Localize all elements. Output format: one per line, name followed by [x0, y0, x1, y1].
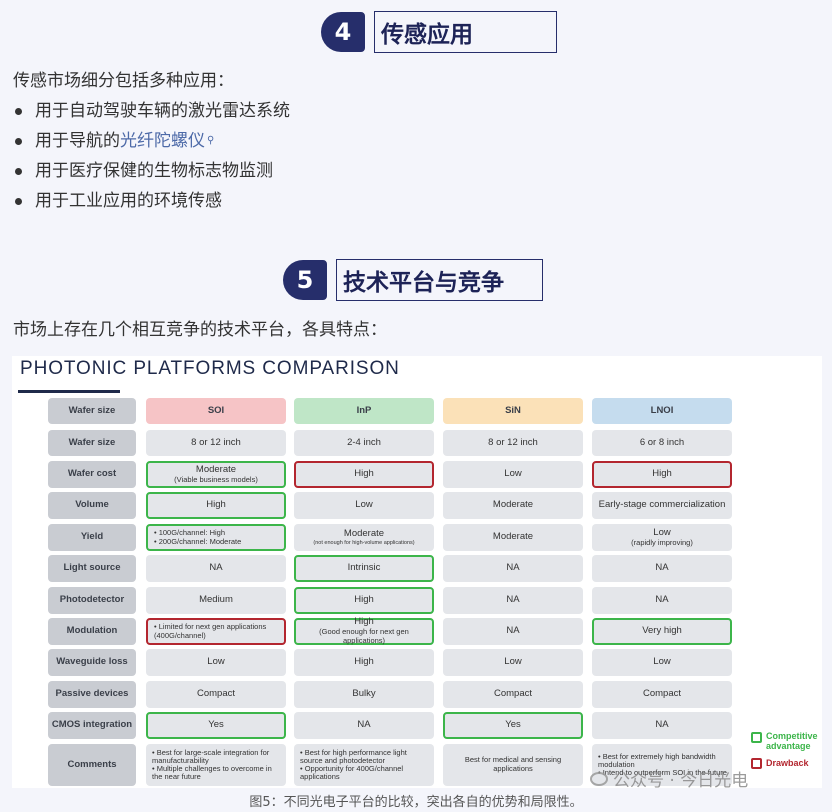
- bullet-dot: [15, 197, 22, 205]
- table-cell: • Best for extremely high bandwidth modu…: [592, 744, 732, 786]
- section-number: 4: [321, 12, 365, 52]
- legend-item-competitive: Competitive advantage: [751, 731, 828, 752]
- table-cell: High: [294, 587, 434, 614]
- row-label: Waveguide loss: [48, 649, 136, 676]
- table-cell: Medium: [146, 587, 286, 614]
- platform-header: InP: [294, 398, 434, 424]
- table-cell: NA: [443, 555, 583, 582]
- table-cell: Moderate(not enough for high-volume appl…: [294, 524, 434, 551]
- platform-header: SiN: [443, 398, 583, 424]
- table-cell: High(Good enough for next gen applicatio…: [294, 616, 434, 645]
- table-cell: Low: [146, 649, 286, 676]
- fiber-optic-gyroscope-link[interactable]: 光纤陀螺仪: [120, 131, 205, 151]
- list-item: 用于医疗保健的生物标志物监测: [13, 156, 290, 186]
- row-label: Comments: [48, 744, 136, 786]
- table-cell: Bulky: [294, 681, 434, 708]
- section-4-intro: 传感市场细分包括多种应用：: [13, 71, 234, 91]
- table-cell: 6 or 8 inch: [592, 430, 732, 456]
- table-cell: Low: [592, 649, 732, 676]
- section-title: 技术平台与竞争: [336, 259, 543, 301]
- table-cell: Compact: [592, 681, 732, 708]
- table-cell: Best for medical and sensing application…: [443, 744, 583, 786]
- row-label: Wafer size: [48, 398, 136, 424]
- table-cell: 8 or 12 inch: [146, 430, 286, 456]
- table-cell: Compact: [146, 681, 286, 708]
- list-item: 用于自动驾驶车辆的激光雷达系统: [13, 96, 290, 126]
- section-title: 传感应用: [374, 11, 557, 53]
- table-cell: NA: [443, 618, 583, 645]
- table-cell: Low(rapidly improving): [592, 524, 732, 551]
- figure-caption: 图5：不同光电子平台的比较，突出各自的优势和局限性。: [249, 795, 583, 810]
- section-5-heading: 5 技术平台与竞争: [283, 259, 543, 301]
- table-cell: Low: [443, 461, 583, 488]
- row-label: Yield: [48, 524, 136, 551]
- table-cell: NA: [592, 555, 732, 582]
- search-icon[interactable]: ⚲: [207, 135, 215, 146]
- table-cell: NA: [443, 587, 583, 614]
- table-cell: • 100G/channel: High• 200G/channel: Mode…: [146, 524, 286, 551]
- row-label: Volume: [48, 492, 136, 519]
- table-cell: High: [294, 461, 434, 488]
- table-cell: NA: [592, 712, 732, 739]
- table-cell: Moderate: [443, 524, 583, 551]
- row-label: Photodetector: [48, 587, 136, 614]
- table-cell: 8 or 12 inch: [443, 430, 583, 456]
- title-underline: [18, 390, 120, 393]
- table-cell: Compact: [443, 681, 583, 708]
- table-cell: • Best for large-scale integration for m…: [146, 744, 286, 786]
- table-cell: Early-stage commercialization: [592, 492, 732, 519]
- section-4-heading: 4 传感应用: [321, 11, 557, 53]
- sensing-applications-list: 用于自动驾驶车辆的激光雷达系统 用于导航的光纤陀螺仪⚲ 用于医疗保健的生物标志物…: [13, 96, 290, 216]
- list-item: 用于导航的光纤陀螺仪⚲: [13, 126, 290, 156]
- section-5-intro: 市场上存在几个相互竞争的技术平台，各具特点：: [13, 320, 387, 340]
- platform-header: SOI: [146, 398, 286, 424]
- table-cell: 2-4 inch: [294, 430, 434, 456]
- table-cell: • Best for high performance light source…: [294, 744, 434, 786]
- table-cell: NA: [294, 712, 434, 739]
- table-cell: Moderate: [443, 492, 583, 519]
- platforms-comparison-figure: PHOTONIC PLATFORMS COMPARISON Wafer size…: [12, 356, 822, 791]
- row-label: Wafer cost: [48, 461, 136, 488]
- row-label: Light source: [48, 555, 136, 582]
- table-cell: Yes: [146, 712, 286, 739]
- table-cell: NA: [146, 555, 286, 582]
- section-number: 5: [283, 260, 327, 300]
- table-cell: High: [294, 649, 434, 676]
- table-cell: Low: [443, 649, 583, 676]
- legend-green-box: [751, 732, 762, 743]
- legend-red-box: [751, 757, 762, 769]
- row-label: CMOS integration: [48, 712, 136, 739]
- row-label: Passive devices: [48, 681, 136, 708]
- legend: Competitive advantage Drawback: [751, 731, 828, 775]
- table-cell: Intrinsic: [294, 555, 434, 582]
- table-cell: Yes: [443, 712, 583, 739]
- wechat-icon: [590, 771, 608, 786]
- table-cell: • Limited for next gen applications (400…: [146, 618, 286, 645]
- table-cell: Low: [294, 492, 434, 519]
- table-cell: NA: [592, 587, 732, 614]
- watermark: 公众号 · 今日光电: [590, 766, 748, 791]
- table-cell: Moderate(Viable business models): [146, 461, 286, 488]
- bullet-dot: [15, 167, 22, 175]
- row-label: Modulation: [48, 618, 136, 645]
- row-label: Wafer size: [48, 430, 136, 456]
- table-cell: High: [146, 492, 286, 519]
- bullet-dot: [15, 107, 22, 115]
- table-cell: High: [592, 461, 732, 488]
- figure-title: PHOTONIC PLATFORMS COMPARISON: [20, 358, 400, 379]
- bullet-dot: [15, 137, 22, 145]
- legend-item-drawback: Drawback: [751, 757, 828, 769]
- platform-header: LNOI: [592, 398, 732, 424]
- table-cell: Very high: [592, 618, 732, 645]
- list-item: 用于工业应用的环境传感: [13, 186, 290, 216]
